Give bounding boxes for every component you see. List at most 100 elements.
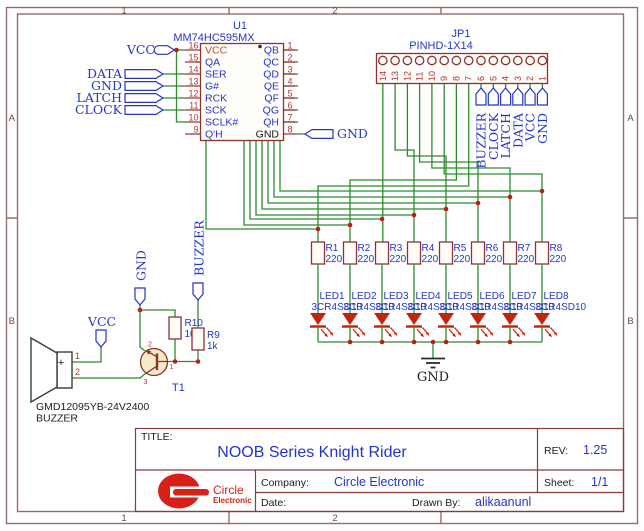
r2-ref: R2 (358, 243, 371, 254)
vcc-flag-u1-label: VCC (126, 42, 155, 57)
r8-ref: R8 (550, 243, 563, 254)
t1-pin-1: 1 (170, 364, 174, 371)
data-flag-label: DATA (87, 66, 123, 81)
u1-pin-name-qc: QC (263, 57, 279, 69)
drawn-by-label: Drawn By: (412, 497, 460, 509)
led2-ref: LED2 (352, 291, 377, 302)
r5-ref: R5 (454, 243, 467, 254)
led4-part: 3CR4SD10 (408, 302, 459, 313)
logo-name: Circle (213, 483, 244, 497)
led1-ref: LED1 (320, 291, 345, 302)
gnd-flag-u1 (124, 80, 164, 92)
led6-ref: LED6 (480, 291, 505, 302)
clock-flag-label: CLOCK (75, 102, 123, 117)
u1-pin-num-1: 1 (288, 41, 293, 51)
r1-value: 220 (326, 254, 343, 265)
t1-ref: T1 (172, 382, 185, 394)
logo-sub: Electronic (213, 496, 252, 505)
r1-ref: R1 (326, 243, 339, 254)
jp1-pin-num-6: 6 (476, 76, 486, 81)
frame-row-left-a: A (9, 113, 16, 124)
u1-pin-name-qb: QB (264, 45, 279, 57)
wires-driver (72, 300, 199, 379)
clock-netflag-label: CLOCK (486, 112, 501, 160)
jp1-pin-num-7: 7 (464, 76, 474, 81)
led2-part: 3CR4SD10 (344, 302, 395, 313)
buzzer-flag-driver-label: BUZZER (192, 220, 207, 276)
buzzer-label: BUZZER (36, 413, 78, 425)
led4-ref: LED4 (416, 291, 441, 302)
sheet-value: 1/1 (591, 475, 608, 489)
wires-led-rail (318, 341, 542, 358)
u1-pin-name-g: G# (205, 81, 219, 93)
u1-pin-num-4: 4 (288, 77, 293, 87)
led3-ref: LED3 (384, 291, 409, 302)
vcc-flag-u1 (153, 45, 176, 55)
jp1-pin-num-9: 9 (439, 76, 449, 81)
u1-pin-num-13: 13 (188, 77, 198, 87)
r9-ref: R9 (207, 330, 220, 341)
sheet-label: Sheet: (544, 477, 574, 489)
led8-part: 3CR4SD10 (536, 302, 587, 313)
company-label: Company: (261, 477, 309, 489)
u1-pin-name-qh: QH (263, 117, 279, 129)
title-label: TITLE: (141, 431, 173, 443)
gnd-flag-u1-label: GND (91, 78, 122, 93)
led1-part: 3CR4SD10 (312, 302, 363, 313)
latch-flag-label: LATCH (77, 90, 123, 105)
jp1-pin-num-2: 2 (525, 76, 535, 81)
jp1-pin-num-4: 4 (501, 76, 511, 81)
u1-pin-name-rck: RCK (205, 93, 227, 105)
clock-flag (124, 104, 164, 116)
jp1-pin-num-10: 10 (427, 71, 437, 81)
u1-pin-num-12: 12 (188, 89, 198, 99)
led8-ref: LED8 (544, 291, 569, 302)
company-value: Circle Electronic (334, 475, 424, 489)
buzzer-netflag (475, 87, 487, 106)
frame-col-bottom-1: 1 (121, 513, 126, 524)
u1-pin-num-9: 9 (193, 125, 198, 135)
gnd-flag-driver (134, 287, 146, 306)
buzzer-flag-driver (192, 282, 204, 301)
buzzer-netflag-label: BUZZER (474, 112, 489, 168)
company-logo: Circle Electronic (158, 473, 252, 509)
frame-col-bottom-2: 2 (332, 513, 337, 524)
led7-ref: LED7 (512, 291, 537, 302)
latch-netflag (500, 87, 512, 106)
led3-part: 3CR4SD10 (376, 302, 427, 313)
led7-part: 3CR4SD10 (504, 302, 555, 313)
latch-flag (124, 92, 164, 104)
frame-row-left-b: B (9, 316, 15, 327)
title-block: TITLE: NOOB Series Knight Rider REV: 1.2… (134, 427, 625, 513)
u1-pin1-marker-dot (258, 44, 262, 49)
r3-value: 220 (390, 254, 407, 265)
r8-value: 220 (550, 254, 567, 265)
t1-emitter-arrow (145, 349, 152, 355)
buzzer-pin-1: 1 (75, 351, 80, 361)
r9-body (191, 327, 205, 351)
u1-pin-name-qh-serial: Q'H (205, 129, 223, 141)
r4-value: 220 (422, 254, 439, 265)
gnd-netflag-label: GND (535, 113, 550, 144)
jp1-pin-num-13: 13 (390, 71, 400, 81)
jp1-pin-num-11: 11 (415, 72, 425, 81)
u1-part: MM74HC595MX (173, 32, 255, 44)
u1-pin-num-7: 7 (288, 113, 293, 123)
led6-part: 3CR4SD10 (472, 302, 523, 313)
r4-ref: R4 (422, 243, 435, 254)
led5-ref: LED5 (448, 291, 473, 302)
u1-pin-name-qf: QF (264, 93, 279, 105)
u1-pin-name-qg: QG (263, 105, 279, 117)
r2-value: 220 (358, 254, 375, 265)
r9-value: 1k (207, 341, 219, 352)
data-netflag (512, 87, 524, 106)
vcc-flag-driver-label: VCC (87, 314, 116, 329)
frame-row-right-b: B (627, 316, 633, 327)
jp1-pin-num-1: 1 (537, 76, 547, 81)
gnd-earth-label: GND (417, 370, 449, 385)
u1-pin-num-3: 3 (288, 65, 293, 75)
u1-pin-num-8: 8 (288, 125, 293, 135)
u1-pin-name-vcc: VCC (205, 45, 228, 57)
component-u1: U1 MM74HC595MX VCC QA SER G# RCK SCK SCL… (75, 20, 368, 142)
